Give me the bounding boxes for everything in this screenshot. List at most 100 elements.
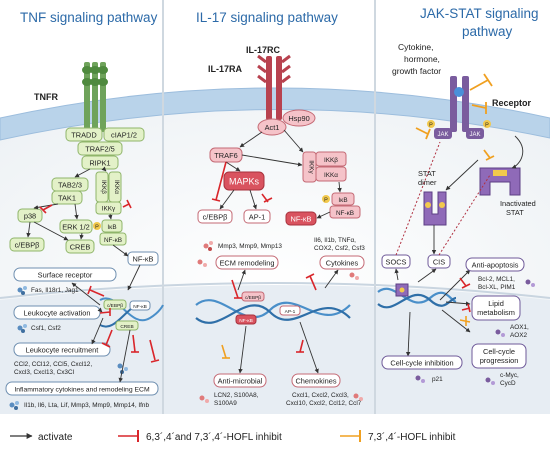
lipid-genes-1: AOX1, [510,324,529,331]
il17-cyt-genes-1: Il6, Il1b, TNFα, [314,237,356,244]
hsp90-node: Hsp90 [288,114,309,123]
tab23-node: TAB2/3 [58,181,82,190]
cebpb-node: c/EBPβ [15,241,40,250]
cytokines-label: Cytokines [326,259,359,268]
tnfr-label: TNFR [34,92,58,102]
ripk1-node: RIPK1 [89,159,110,168]
il17-nfkb-node: NF-κB [336,210,354,217]
cc-inhibition-genes: p21 [432,376,443,383]
il17-dna-ap1: AP-1 [285,309,296,315]
legend-inhibit-orange: 7,3´,4´-HOFL inhibit [368,431,456,443]
cis-node: CIS [433,258,445,267]
il17-cyt-genes-2: COX2, Csf2, Csf3 [314,245,365,252]
legend-inhibit-red: 6,3´,4´and 7,3´,4´-HOFL inhibit [146,431,282,443]
surface-receptor-label: Surface receptor [38,271,93,280]
activation-genes: Csf1, Csf2 [31,325,61,332]
inactivated-label-2: STAT [506,208,524,217]
recruitment-genes-2: Cxcl3, Cxcl13, Cx3Cl [14,369,74,376]
socs-node: SOCS [386,258,407,267]
cell-cycle-genes-1: c-Myc, [500,372,519,379]
leukocyte-activation-label: Leukocyte activation [24,309,91,318]
il17-receptor [257,54,291,120]
chemokine-genes-1: Cxcl1, Cxcl2, Cxcl3, [292,392,349,399]
receptor-label: Receptor [492,98,532,108]
lipid-label-2: metabolism [477,308,515,317]
il17ra-label: IL-17RA [208,64,243,74]
cell-cycle-label-1: Cell-cycle [483,347,515,356]
nfkb-nuclear-node: NF-κB [133,255,154,264]
ikb-node: IκB [107,224,116,231]
act1-node: Act1 [265,123,280,132]
leukocyte-recruitment-label: Leukocyte recruitment [26,346,99,355]
traf6-node: TRAF6 [214,151,237,160]
p38-node: p38 [24,212,36,221]
jak-right-node: JAK [469,132,480,138]
jak-title: JAK-STAT signaling [420,6,539,21]
antimicrobial-genes-2: S100A9 [214,400,237,407]
il17-dna-nfkb: NF-κB [239,318,253,324]
inactivated-label-1: Inactivated [500,199,536,208]
erk-node: ERK 1/2 [62,223,90,232]
il17-ikb-node: IκB [338,197,347,204]
il17-dna-cebp: c/EBPβ [245,295,261,301]
il17-ikka-node: IKKα [324,172,338,179]
jak-phospho-2: P [485,123,489,129]
surface-genes: Fas, Il18r1, Jag1 [31,287,79,294]
jak-left-node: JAK [437,132,448,138]
stat-dimer-label-2: dimer [418,178,437,187]
cell-cycle-genes-2: CycD [500,380,516,387]
jak-dna [377,283,457,309]
cell-cycle-label-2: progression [480,356,519,365]
phospho-icon: P [95,225,99,231]
anti-apoptosis-label: Anti-apoptosis [472,261,519,270]
jak-receptor [450,76,469,132]
antimicrobial-label: Anti-microbial [218,377,263,386]
tnf-dna: c/EBPβ NF-κB CREB [99,297,164,331]
il17-cebpb-node: c/EBPβ [203,213,228,222]
chemokines-label: Chemokines [295,377,336,386]
nfkb-node: NF-κB [104,237,122,244]
ap1-node: AP-1 [249,213,265,222]
dna-nfkb: NF-κB [133,304,147,310]
antimicrobial-genes-1: LCN2, S100A8, [214,392,259,399]
il17-phospho-icon: P [324,198,328,204]
ligand-label-3: growth factor [392,66,441,76]
dna-cebp: c/EBPβ [107,303,123,309]
inflammatory-label: Inflammatory cytokines and remodeling EC… [14,387,150,394]
anti-apoptosis-genes-2: Bcl-XL, PIM1 [478,284,516,291]
il17-dna: c/EBPβ AP-1 NF-κB [195,291,351,325]
ikkb-node: IKKβ [100,180,107,194]
ikkg-node: IKKγ [102,206,116,213]
ecm-label: ECM remodeling [219,259,274,268]
ligand-label-1: Cytokine, [398,42,433,52]
cell-membrane [0,87,550,141]
lipid-genes-2: AOX2 [510,332,527,339]
cc-inhibition-label: Cell-cycle inhibition [390,359,453,368]
mapks-node: MAPKs [229,177,260,187]
tnfr-receptor [82,62,108,132]
tradd-node: TRADD [71,131,96,140]
legend: activate 6,3´,4´and 7,3´,4´-HOFL inhibit… [10,430,456,443]
jak-title-2: pathway [462,24,513,39]
inflammatory-genes: Il1b, Il6, Lta, Lif, Mmp3, Mmp9, Mmp14, … [24,402,149,409]
tak1-node: TAK1 [58,194,76,203]
stat-dimer-label-1: STAT [418,169,436,178]
il17-title: IL-17 signaling pathway [196,10,338,25]
chemokine-genes-2: Cxcl10, Cxcl2, Ccl12, Ccl7 [286,400,362,407]
legend-activate: activate [38,432,73,443]
anti-apoptosis-genes-1: Bcl-2, MCL1, [478,276,515,283]
ciap-node: cIAP1/2 [111,131,137,140]
dna-creb: CREB [120,324,133,330]
il17-nfkb-nuclear-node: NF-κB [291,215,312,224]
il17-ikkg-node: IKKγ [308,160,315,174]
il17-ikkb-node: IKKβ [324,157,338,164]
il17rc-label: IL-17RC [246,45,281,55]
tnf-outputs: Surface receptor Fas, Il18r1, Jag1 Leuko… [5,267,159,410]
ligand-label-2: hormone, [404,54,440,64]
creb-node: CREB [70,243,91,252]
ikka-node: IKKα [113,180,120,194]
jak-phospho-1: P [429,123,433,129]
recruitment-genes-1: CCl2, CCl12, CCl5, Cxcl12, [14,361,92,368]
